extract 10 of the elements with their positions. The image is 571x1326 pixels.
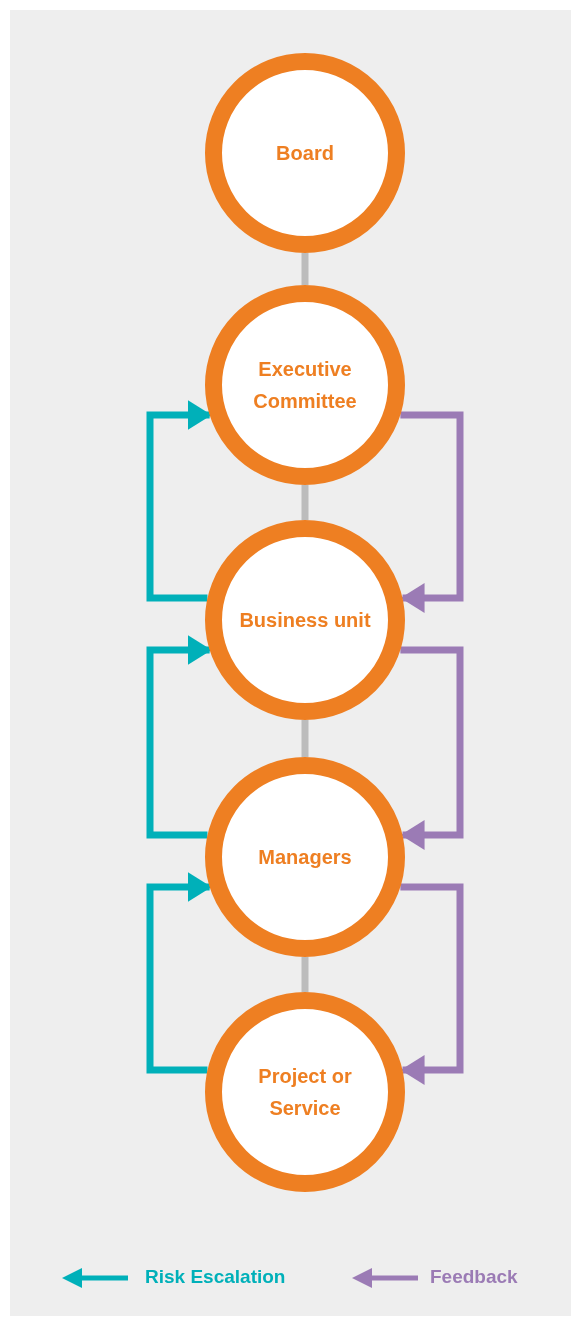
- arrow: [146, 400, 212, 602]
- node-label: Business unit: [239, 608, 371, 633]
- node-label: Executive Committee: [252, 357, 358, 414]
- node-label: Board: [276, 141, 334, 166]
- arrow: [146, 872, 212, 1074]
- node-label: Managers: [258, 845, 352, 870]
- node-label: Project or Service: [257, 1064, 353, 1121]
- legend-label: Risk Escalation: [145, 1266, 286, 1288]
- legend-label: Feedback: [430, 1266, 518, 1288]
- arrow: [146, 635, 212, 839]
